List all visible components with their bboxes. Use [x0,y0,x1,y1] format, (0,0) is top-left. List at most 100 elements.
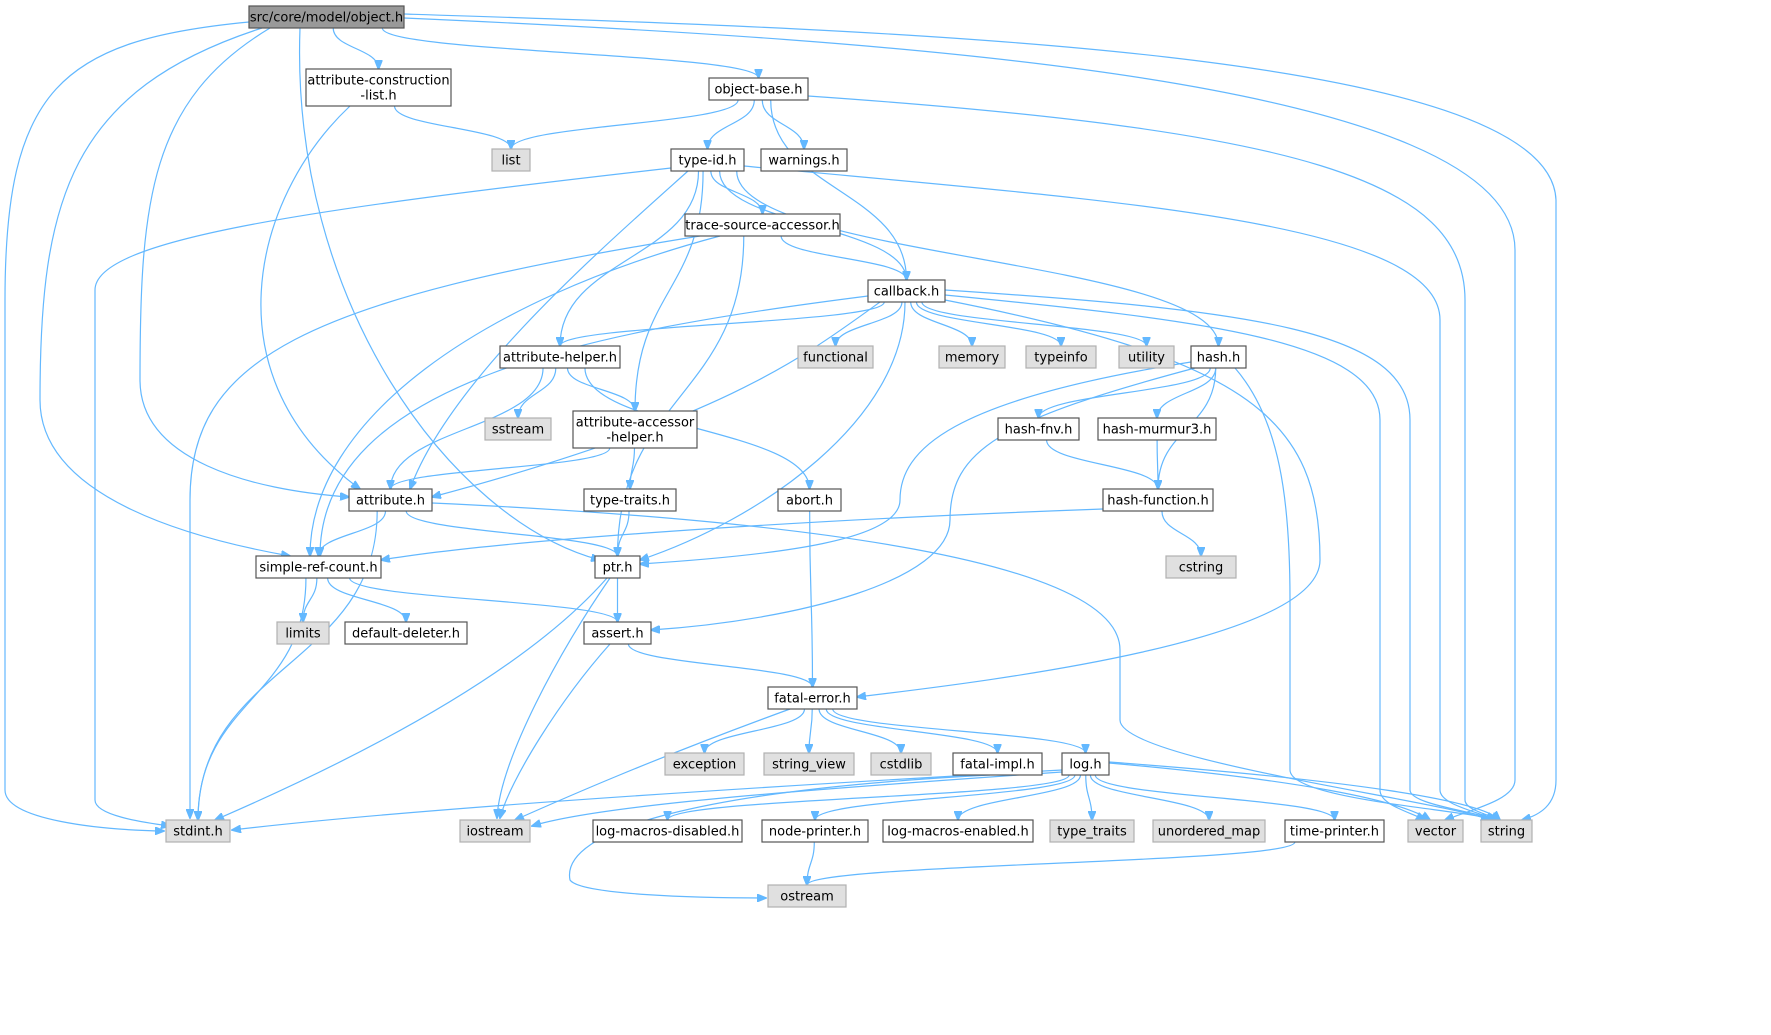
node-memory[interactable]: memory [938,345,1006,369]
node-label: iostream [466,825,523,840]
node-label: fatal-error.h [774,692,851,707]
node-label: -list.h [360,89,396,104]
edge-hash-to-assert [651,367,1196,630]
node-label: vector [1415,825,1457,840]
edge-simple-ref-to-limits [303,577,318,622]
node-box [1097,417,1217,441]
edge-callback-to-attribute [432,301,881,497]
edge-type-id-to-trace-source [710,170,763,214]
edge-simple-ref-to-default-deleter [327,577,406,622]
node-label: cstring [1179,561,1223,576]
edge-hash-function-to-cstring [1161,510,1201,556]
node-box [305,68,452,107]
edge-attr-construction-to-list [393,105,511,149]
node-unordered-map[interactable]: unordered_map [1152,819,1266,843]
node-cstring[interactable]: cstring [1165,555,1237,579]
node-label: callback.h [874,285,940,300]
node-warnings[interactable]: warnings.h [760,148,848,172]
node-box [708,77,809,101]
node-iostream[interactable]: iostream [459,819,531,843]
node-abort[interactable]: abort.h [777,488,842,512]
node-sstream[interactable]: sstream [484,417,552,441]
edge-type-id-to-hash [736,170,1219,346]
node-object-h[interactable]: src/core/model/object.h [248,5,405,29]
node-attribute[interactable]: attribute.h [348,488,433,512]
edge-type-id-to-attr-accessor [635,170,704,411]
node-box [761,819,869,843]
node-label: memory [945,351,1000,366]
edge-object-h-to-string [403,13,1557,820]
node-string[interactable]: string [1480,819,1533,843]
node-type-traits[interactable]: type_traits [1049,819,1135,843]
node-utility[interactable]: utility [1118,345,1175,369]
node-string-view[interactable]: string_view [763,752,855,776]
node-vector[interactable]: vector [1407,819,1464,843]
node-log[interactable]: log.h [1061,752,1110,776]
node-attr-construction[interactable]: attribute-construction-list.h [305,68,452,107]
edge-assert-to-fatal-error [627,643,812,687]
node-label: exception [673,758,737,773]
node-hash[interactable]: hash.h [1190,345,1247,369]
edge-trace-source-to-stdint [190,235,701,818]
node-cstdlib[interactable]: cstdlib [870,752,932,776]
edge-hash-function-to-simple-ref [381,508,1104,560]
node-label: trace-source-accessor.h [685,219,839,234]
node-box [248,5,405,29]
edge-object-h-to-simple-ref [39,27,290,556]
node-box [165,819,231,843]
edge-log-to-node-printer [815,774,1076,820]
node-ostream[interactable]: ostream [767,884,847,908]
node-time-printer[interactable]: time-printer.h [1284,819,1385,843]
node-assert[interactable]: assert.h [583,621,652,645]
edge-ptr-to-stdint [215,577,608,820]
node-box [1102,488,1214,512]
node-object-base[interactable]: object-base.h [708,77,809,101]
node-box [684,213,841,237]
edge-callback-to-functional [836,301,903,346]
node-hash-fnv[interactable]: hash-fnv.h [997,417,1080,441]
node-typeinfo[interactable]: typeinfo [1025,345,1097,369]
node-label: hash-fnv.h [1005,423,1073,438]
node-label: attribute.h [356,494,425,509]
node-functional[interactable]: functional [797,345,874,369]
node-box [997,417,1080,441]
node-type-traits-h[interactable]: type-traits.h [583,488,677,512]
edge-callback-to-string [944,289,1495,820]
node-attr-accessor[interactable]: attribute-accessor-helper.h [572,410,698,449]
edge-log-to-type-traits [1085,774,1092,820]
node-label: list [501,154,520,169]
node-default-deleter[interactable]: default-deleter.h [344,621,468,645]
node-type-id[interactable]: type-id.h [670,148,745,172]
node-trace-source[interactable]: trace-source-accessor.h [684,213,841,237]
edge-hash-to-hash-fnv [1039,367,1211,418]
edge-attr-accessor-to-attribute [391,447,611,489]
node-exception[interactable]: exception [664,752,745,776]
node-hash-function[interactable]: hash-function.h [1102,488,1214,512]
node-hash-murmur[interactable]: hash-murmur3.h [1097,417,1217,441]
node-box [344,621,468,645]
node-box [1407,819,1464,843]
edge-callback-to-memory [910,301,972,346]
node-attr-helper[interactable]: attribute-helper.h [499,345,621,369]
node-fatal-error[interactable]: fatal-error.h [767,686,858,710]
node-callback[interactable]: callback.h [867,279,946,303]
node-stdint[interactable]: stdint.h [165,819,231,843]
node-box [777,488,842,512]
node-node-printer[interactable]: node-printer.h [761,819,869,843]
node-log-disabled[interactable]: log-macros-disabled.h [592,819,743,843]
edge-fatal-error-to-log [832,708,1086,753]
node-fatal-impl[interactable]: fatal-impl.h [952,752,1043,776]
node-log-enabled[interactable]: log-macros-enabled.h [882,819,1034,843]
edge-object-h-to-ptr [298,27,600,560]
node-ptr[interactable]: ptr.h [594,555,641,579]
node-label: functional [803,351,868,366]
node-box [670,148,745,172]
node-list[interactable]: list [491,148,531,172]
node-simple-ref[interactable]: simple-ref-count.h [255,555,382,579]
edge-object-base-to-list [511,99,739,149]
node-label: type-traits.h [590,494,670,509]
node-label: type-id.h [679,154,737,169]
node-limits[interactable]: limits [276,621,330,645]
node-label: typeinfo [1034,351,1087,366]
edge-object-base-to-type-id [708,99,755,149]
